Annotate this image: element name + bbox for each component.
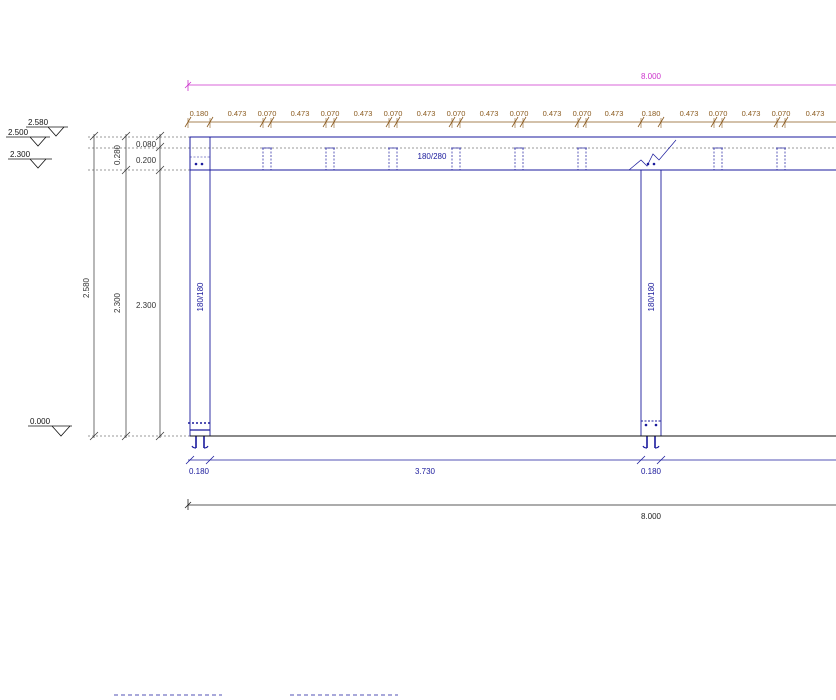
level-marker-2500: 2.500 xyxy=(6,128,50,147)
spacing-dim-label: 0.070 xyxy=(258,109,277,118)
level-label: 2.580 xyxy=(28,118,49,127)
post-left: 180/180 xyxy=(188,136,212,449)
spacing-dim-label: 0.070 xyxy=(510,109,529,118)
rafter-connectors xyxy=(262,147,786,170)
spacing-dim-label: 0.180 xyxy=(190,109,209,118)
spacing-dim-label: 0.473 xyxy=(480,109,499,118)
level-markers: 2.580 2.500 2.300 0.000 xyxy=(6,118,72,437)
spacing-dim-label: 0.473 xyxy=(354,109,373,118)
spacing-dim-label: 0.070 xyxy=(573,109,592,118)
beam-section-label: 180/280 xyxy=(418,152,447,161)
vertical-dim-top-fascia: 0.080 xyxy=(136,140,157,149)
post-section-label: 180/180 xyxy=(647,282,656,311)
level-label: 0.000 xyxy=(30,417,51,426)
level-label: 2.500 xyxy=(8,128,29,137)
level-label: 2.300 xyxy=(10,150,31,159)
vertical-dim-post-clear: 2.300 xyxy=(136,301,157,310)
spacing-dim-label: 0.070 xyxy=(321,109,340,118)
vertical-dim-beam-section: 0.280 xyxy=(113,144,122,165)
spacing-dim-label: 0.180 xyxy=(642,109,661,118)
spacing-dim-label: 0.473 xyxy=(228,109,247,118)
bottom-dim-overall: 8.000 xyxy=(641,512,662,521)
post-section-label: 180/180 xyxy=(196,282,205,311)
spacing-dimension-chain: 0.180 0.473 0.070 0.473 0.070 0.473 0.070 0.473… xyxy=(184,109,836,128)
bottom-dim-post-left: 0.180 xyxy=(189,467,210,476)
spacing-dim-label: 0.070 xyxy=(709,109,728,118)
overall-top-dimension: 8.000 xyxy=(184,72,836,91)
spacing-dim-label: 0.473 xyxy=(806,109,825,118)
spacing-dim-label: 0.473 xyxy=(291,109,310,118)
vertical-dim-post: 2.300 xyxy=(113,292,122,313)
beam: 180/280 xyxy=(189,136,836,171)
level-marker-0000: 0.000 xyxy=(28,417,72,437)
frame-structure: 180/280 180/180 180/180 xyxy=(188,136,836,449)
bottom-dimensions: 0.180 3.730 0.180 8.000 xyxy=(184,455,836,521)
level-marker-2300: 2.300 xyxy=(8,150,52,169)
bottom-dim-clear-span: 3.730 xyxy=(415,467,436,476)
spacing-dim-label: 0.070 xyxy=(772,109,791,118)
spacing-dim-label: 0.473 xyxy=(742,109,761,118)
spacing-dim-label: 0.070 xyxy=(447,109,466,118)
post-right: 180/180 xyxy=(628,139,677,449)
vertical-dim-total: 2.580 xyxy=(82,277,91,298)
overall-top-dim-label: 8.000 xyxy=(641,72,662,81)
spacing-dim-label: 0.473 xyxy=(543,109,562,118)
vertical-dimensions: 2.580 0.280 2.300 0.080 0.200 2.300 xyxy=(82,131,165,441)
spacing-dim-label: 0.473 xyxy=(605,109,624,118)
vertical-dim-beam-lower: 0.200 xyxy=(136,156,157,165)
spacing-dim-label: 0.070 xyxy=(384,109,403,118)
level-marker-2580: 2.580 xyxy=(26,118,68,137)
spacing-dim-label: 0.473 xyxy=(680,109,699,118)
bottom-dim-post-right: 0.180 xyxy=(641,467,662,476)
spacing-dim-label: 0.473 xyxy=(417,109,436,118)
